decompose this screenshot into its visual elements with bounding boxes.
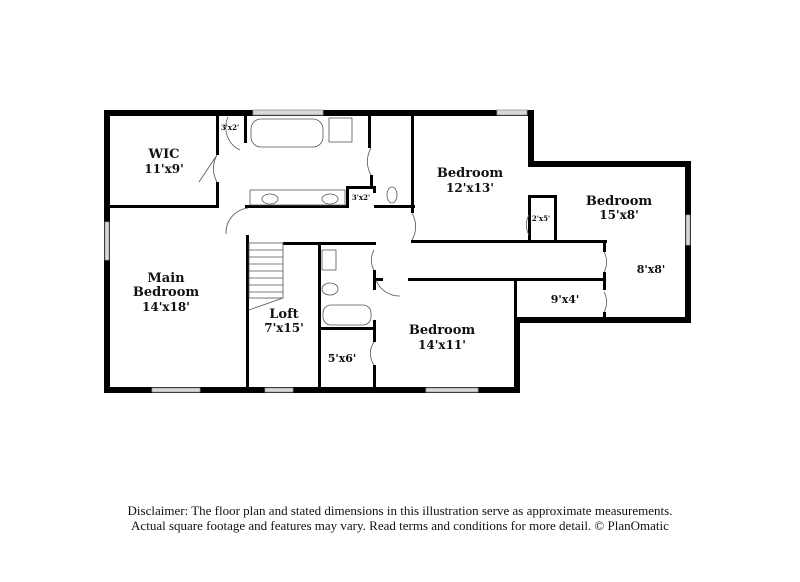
room-wic-name: WIC (147, 147, 179, 162)
closet-label: 9'x4' (551, 293, 580, 306)
room-main-bedroom-name: Main (147, 271, 185, 286)
bathtub-icon (322, 304, 372, 326)
room-bedroom-4-size: 14'x11' (418, 338, 466, 352)
fixtures (248, 117, 398, 326)
walls (104, 110, 691, 393)
toilet-icon (321, 282, 339, 296)
room-bedroom-3-size: 15'x8' (599, 208, 639, 222)
closet-label: 2'x5' (532, 214, 550, 223)
room-loft-name: Loft (269, 307, 298, 322)
bathtub-icon (250, 118, 324, 148)
room-bedroom-2-name: Bedroom (437, 166, 504, 181)
disclaimer-line-1: Disclaimer: The floor plan and stated di… (127, 503, 673, 518)
closet-label: 3'x2' (221, 123, 239, 132)
closet-label: 3'x2' (352, 193, 370, 202)
room-wic-size: 11'x9' (144, 162, 184, 176)
closet-label: 5'x6' (328, 352, 357, 365)
closet-label: 8'x8' (637, 263, 666, 276)
toilet-icon (386, 186, 398, 204)
room-labels: WIC 11'x9' Main Bedroom 14'x18' Loft 7'x… (133, 123, 665, 365)
room-main-bedroom-size: 14'x18' (142, 300, 190, 314)
room-bedroom-2-size: 12'x13' (446, 181, 494, 195)
doors (198, 116, 608, 366)
room-loft-size: 7'x15' (264, 321, 304, 335)
disclaimer-line-2: Actual square footage and features may v… (131, 518, 669, 533)
stairs (248, 242, 284, 311)
room-bedroom-4-name: Bedroom (409, 323, 476, 338)
room-main-bedroom-name2: Bedroom (133, 285, 200, 300)
room-bedroom-3-name: Bedroom (586, 194, 653, 209)
windows (104, 109, 691, 393)
shower-icon (328, 117, 353, 143)
sink-icon (321, 249, 337, 271)
